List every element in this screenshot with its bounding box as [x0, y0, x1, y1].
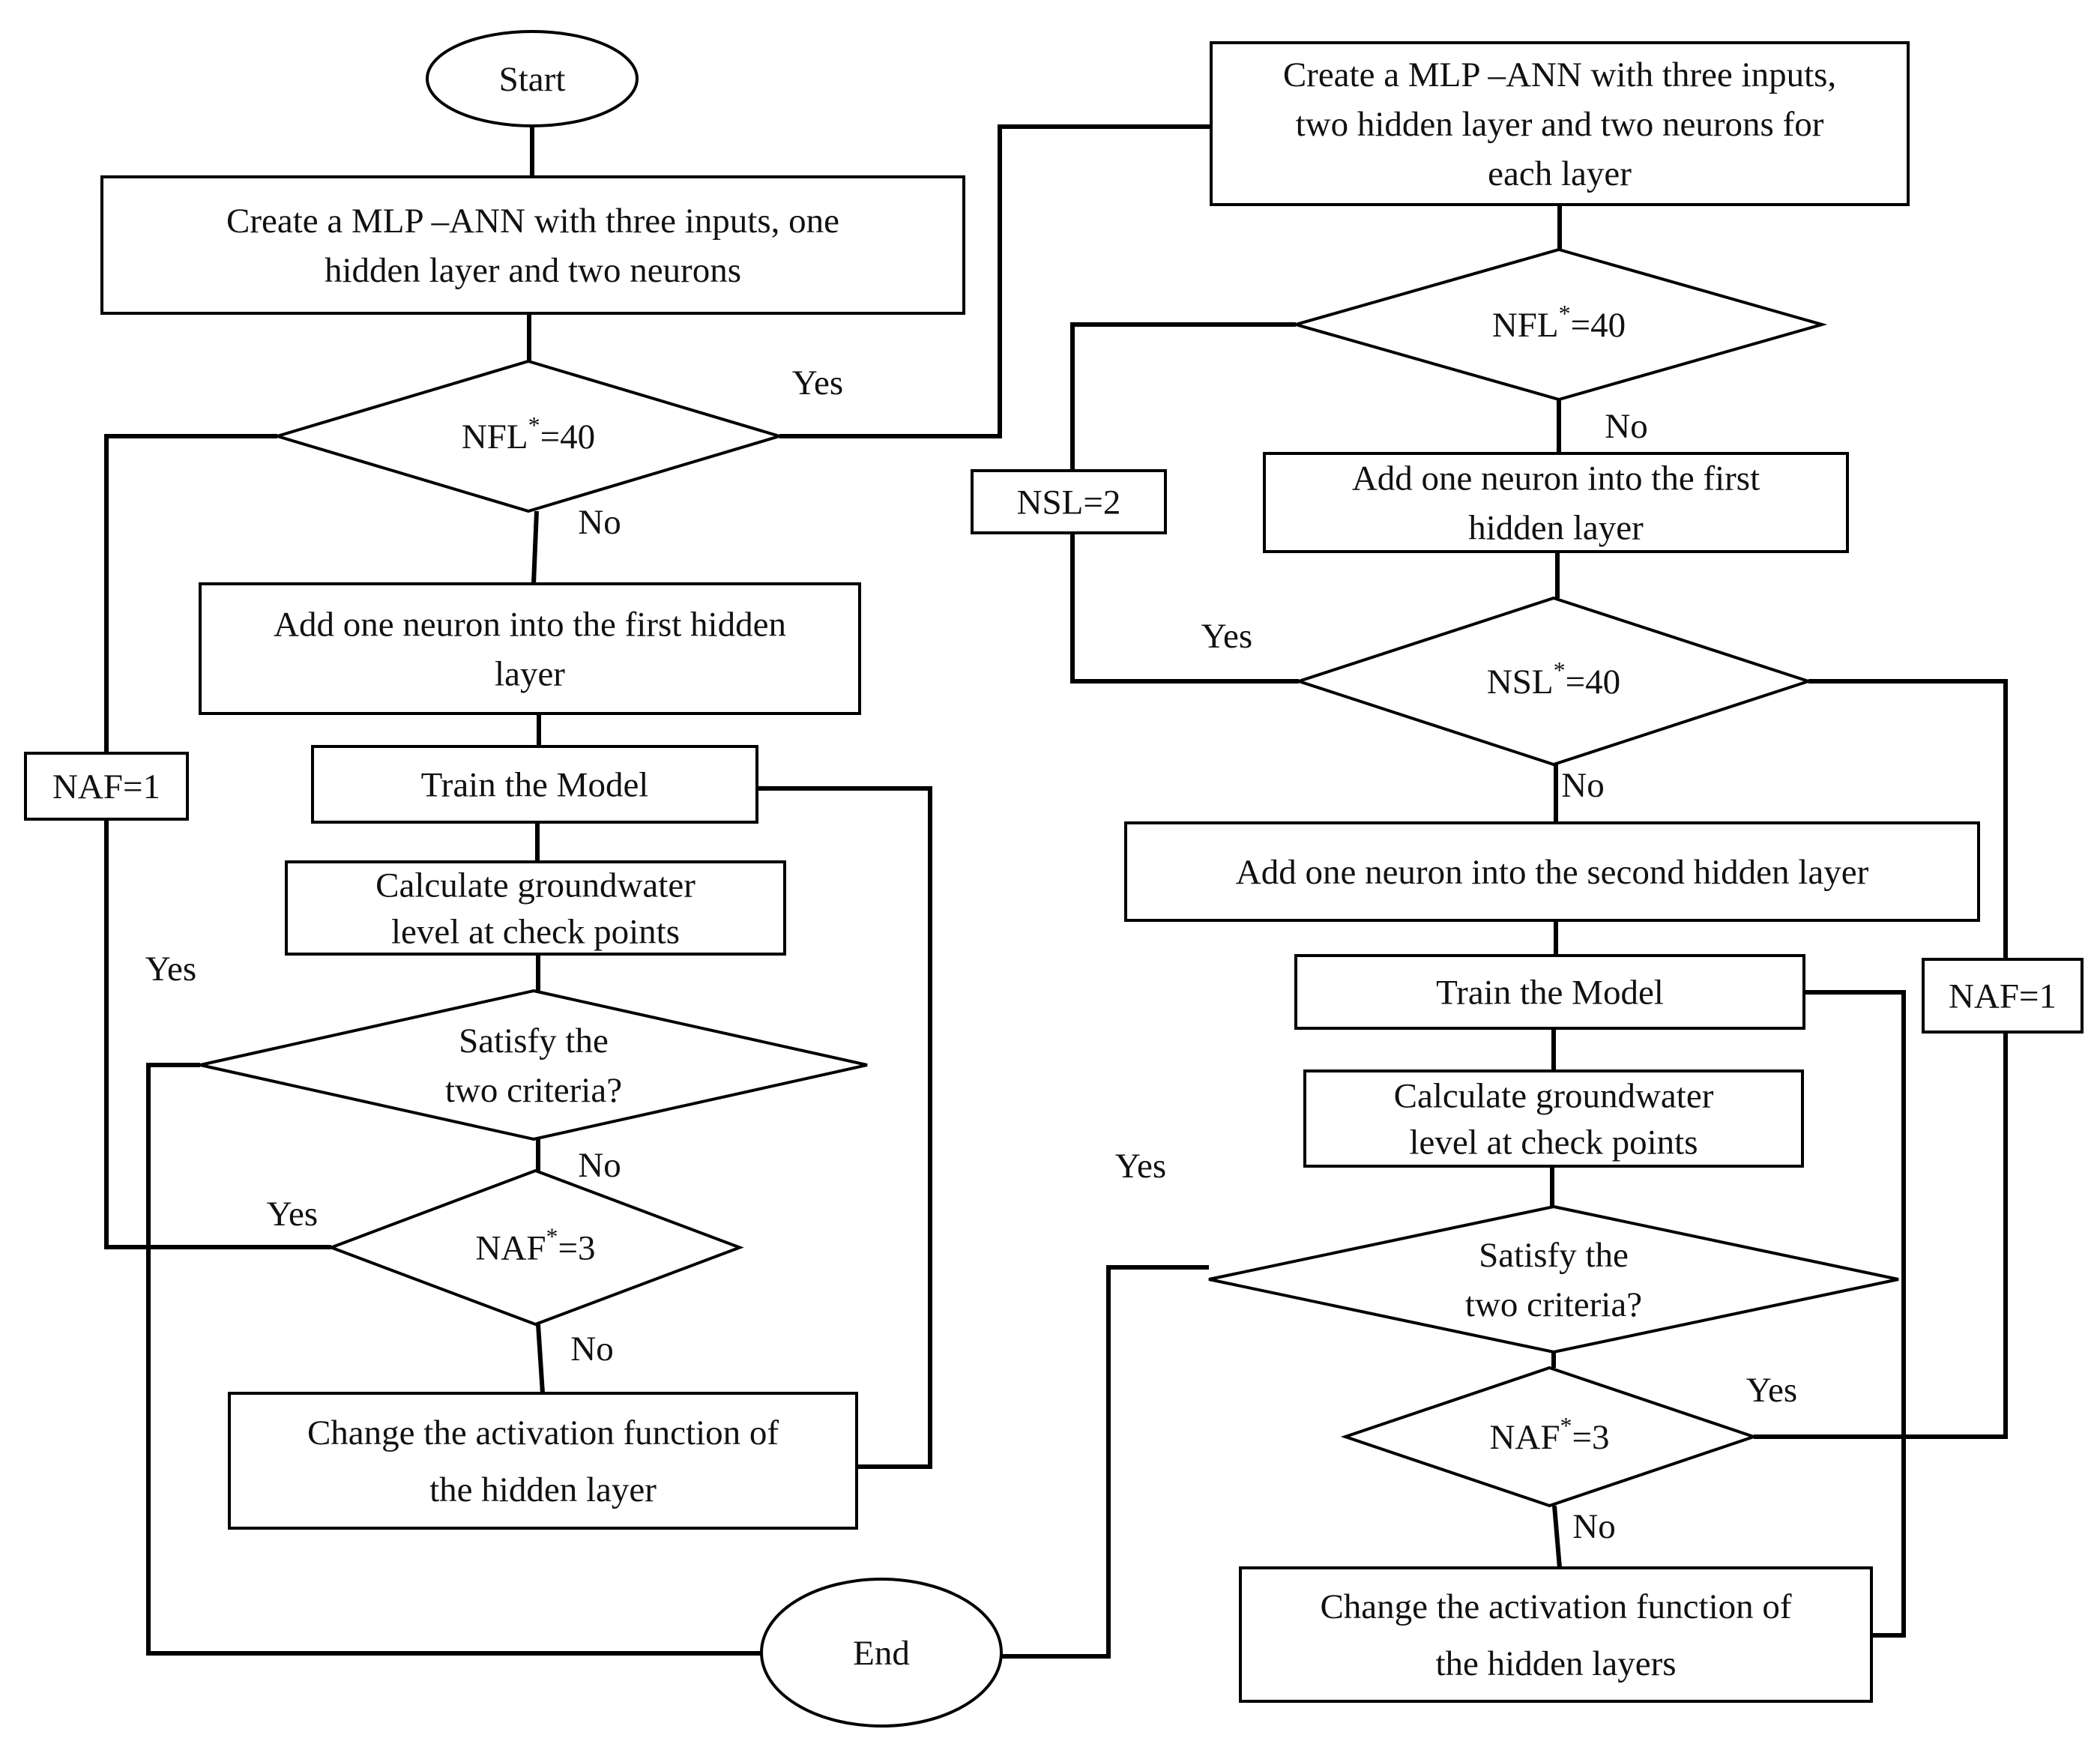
node-label-line: each layer	[1488, 154, 1632, 193]
node-r-nsl: NSL*=40	[1294, 596, 1814, 767]
node-l-nfl: NFL*=40	[272, 359, 785, 513]
node-l-add: Add one neuron into the first hidden laye…	[199, 582, 861, 715]
node-label: NAF*=3	[475, 1223, 595, 1268]
connector-28	[1001, 1265, 1209, 1659]
node-r-nfl: NFL*=40	[1290, 247, 1828, 402]
node-r-add2: Add one neuron into the second hidden la…	[1124, 821, 1980, 922]
node-l-change: Change the activation function of the hid…	[228, 1392, 858, 1530]
node-label-line: the hidden layer	[429, 1470, 657, 1509]
node-label-line: Start	[499, 60, 566, 99]
node-r-nsl2: NSL=2	[971, 469, 1167, 534]
node-label-line: two criteria?	[1465, 1285, 1642, 1324]
connector-24	[1552, 1505, 1562, 1569]
node-start: Start	[426, 30, 639, 127]
edge-label-no: No	[578, 1146, 621, 1185]
node-label-line: Add one neuron into the first	[1352, 459, 1760, 498]
edge-label-no: No	[578, 503, 621, 542]
edge-label-yes: Yes	[267, 1195, 318, 1234]
node-r-change: Change the activation function of the hid…	[1239, 1566, 1873, 1703]
connector-3	[531, 510, 539, 585]
edge-label-yes: Yes	[1746, 1371, 1797, 1410]
node-label-line: Create a MLP –ANN with three inputs, one	[226, 202, 839, 241]
edge-label-no: No	[1572, 1507, 1615, 1546]
connector-10	[103, 818, 331, 1249]
node-l-calc: Calculate groundwater level at check poin…	[285, 860, 786, 956]
node-l-satisfy: Satisfy the two criteria?	[199, 989, 868, 1141]
node-label-line: Calculate groundwater	[375, 866, 696, 905]
node-label-line: hidden layer	[1468, 509, 1644, 548]
node-r-naf1: NAF=1	[1922, 958, 2084, 1034]
node-label-line: Add one neuron into the first hidden	[274, 606, 786, 645]
node-label-line: Change the activation function of	[1320, 1587, 1791, 1626]
node-label-line: level at check points	[391, 913, 680, 952]
node-r-satisfy: Satisfy the two criteria?	[1208, 1204, 1899, 1354]
node-r-add1: Add one neuron into the first hidden laye…	[1263, 452, 1849, 553]
node-end: End	[760, 1578, 1003, 1728]
node-label-line: level at check points	[1410, 1123, 1698, 1162]
node-l-create: Create a MLP –ANN with three inputs, one…	[100, 175, 965, 315]
node-label: NFL*=40	[462, 411, 595, 456]
node-label-line: NAF=1	[52, 767, 160, 806]
node-label-line: Satisfy the	[459, 1022, 609, 1060]
node-label-line: hidden layer and two neurons	[325, 251, 741, 290]
connector-8	[536, 1324, 546, 1394]
connectors	[103, 124, 2009, 1659]
node-l-naf1: NAF=1	[24, 752, 189, 821]
edge-label-yes: Yes	[1201, 617, 1252, 656]
node-label-line: Train the Model	[1436, 974, 1664, 1013]
node-r-train: Train the Model	[1294, 954, 1805, 1030]
node-label-line: two criteria?	[445, 1071, 622, 1110]
node-label-line: layer	[495, 655, 565, 694]
node-label-line: Calculate groundwater	[1394, 1077, 1714, 1116]
connector-9	[756, 785, 932, 1469]
connector-11	[104, 433, 278, 753]
edge-label-yes: Yes	[1115, 1147, 1166, 1186]
node-label: NAF*=3	[1489, 1412, 1609, 1457]
connector-18	[1070, 322, 1297, 471]
node-label-line: two hidden layer and two neurons for	[1296, 105, 1824, 144]
connector-26	[1754, 1031, 2009, 1439]
edge-label-yes: Yes	[792, 363, 843, 402]
edge-label-no: No	[570, 1330, 613, 1369]
connector-13	[779, 124, 1212, 438]
node-r-create: Create a MLP –ANN with three inputs, two …	[1210, 41, 1910, 206]
node-l-naf: NAF*=3	[327, 1168, 744, 1327]
node-label-line: Create a MLP –ANN with three inputs,	[1283, 55, 1836, 94]
node-label-line: Add one neuron into the second hidden la…	[1236, 853, 1869, 892]
edge-label-no: No	[1561, 766, 1604, 805]
node-label-line: NAF=1	[1949, 977, 2057, 1016]
edge-label-yes: Yes	[145, 950, 196, 989]
node-label: NFL*=40	[1492, 300, 1626, 345]
node-l-train: Train the Model	[311, 745, 758, 824]
node-label-line: End	[853, 1634, 910, 1673]
node-r-calc: Calculate groundwater level at check poin…	[1303, 1069, 1804, 1168]
edge-label-no: No	[1605, 407, 1647, 446]
connector-12	[146, 1063, 762, 1656]
node-label: NSL*=40	[1487, 657, 1620, 701]
node-label-line: Satisfy the	[1479, 1236, 1629, 1275]
node-label-line: Change the activation function of	[307, 1413, 779, 1452]
node-label-line: the hidden layers	[1435, 1644, 1676, 1683]
connector-27	[1808, 678, 2008, 959]
connector-25	[1803, 989, 1906, 1638]
node-label-line: NSL=2	[1017, 483, 1121, 522]
node-r-naf: NAF*=3	[1340, 1366, 1759, 1508]
connector-17	[1069, 532, 1299, 684]
node-label-line: Train the Model	[421, 766, 649, 805]
